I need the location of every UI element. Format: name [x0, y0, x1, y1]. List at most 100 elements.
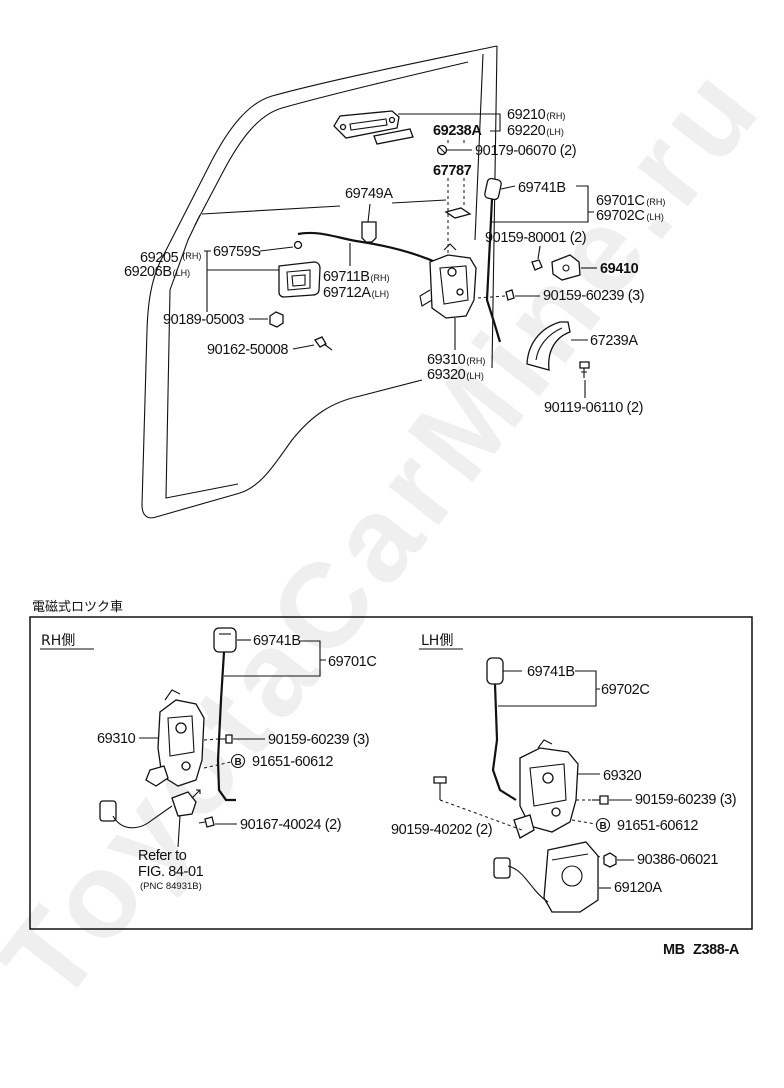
label-bolt-inner: 90162-50008	[207, 342, 288, 358]
rh-label-lock: 69310	[97, 731, 136, 747]
bracket-69701C	[492, 185, 594, 223]
label-cover: 67239A	[590, 333, 638, 349]
lock-knob	[484, 177, 502, 201]
rh-heading: RH側	[41, 633, 75, 649]
bracket-rh-rod	[224, 640, 326, 677]
inner-clip	[293, 240, 303, 250]
leader-line	[537, 245, 541, 260]
lock-pivot	[175, 722, 187, 734]
figure-code-id: Z388-A	[693, 942, 740, 958]
lock-lever	[145, 765, 169, 787]
part-number: 69205	[140, 250, 179, 266]
door-belt-line	[201, 199, 447, 215]
pad-67787	[444, 207, 472, 219]
lh-label-lock: 69320	[603, 768, 642, 784]
alignment-line	[477, 295, 506, 299]
door-panel-inner	[165, 214, 239, 499]
lh-lock-knob	[486, 657, 504, 685]
handle-screw	[388, 116, 396, 124]
door-rear-edge	[491, 45, 498, 369]
connector-body	[99, 800, 117, 822]
rh-ref-line3: (PNC 84931B)	[140, 881, 202, 892]
lock-cover	[526, 321, 571, 371]
side-tag: (RH)	[182, 251, 201, 261]
part-number: 69210	[507, 107, 546, 123]
handle-lever	[291, 274, 306, 287]
rh-badge-circle	[230, 753, 246, 769]
lock-pivot	[447, 267, 457, 277]
side-tag: (LH)	[546, 127, 564, 137]
inside-handle-link	[297, 231, 441, 266]
lock-plate	[529, 763, 567, 807]
rh-connector	[99, 800, 173, 829]
lock-body	[429, 254, 477, 319]
lh-badge-letter: B	[600, 821, 607, 832]
bolt-90162	[314, 336, 327, 348]
lock-top-lever	[443, 243, 457, 251]
connector-wire	[112, 805, 173, 829]
lock-lever	[419, 289, 433, 307]
lh-label-knob: 69741B	[527, 664, 575, 680]
rh-lock-rod	[216, 651, 236, 802]
label-lock-rh: 69310(RH)	[427, 352, 485, 368]
label-rod-rh: 69701C(RH)	[596, 193, 665, 209]
lh-bolt-90159-40202	[433, 776, 447, 784]
handle-plate	[373, 128, 414, 145]
bolt-shaft	[198, 821, 206, 824]
side-tag: (LH)	[372, 289, 390, 299]
rh-lock-knob	[213, 627, 237, 653]
label-outer-handle-rh: 69210(RH)	[507, 107, 565, 123]
lh-label-screw: 90159-60239 (3)	[635, 792, 736, 808]
rh-label-knob: 69741B	[253, 633, 301, 649]
lh-label-actuator: 69120A	[614, 880, 662, 896]
part-number: 69711B	[323, 269, 370, 285]
handle-recess	[286, 269, 311, 291]
cover-rib	[535, 327, 563, 361]
rh-label-rod: 69701C	[328, 654, 376, 670]
label-screw-handle: 90179-06070 (2)	[475, 143, 576, 159]
label-knob: 69741B	[518, 180, 566, 196]
rh-screw-90167	[204, 816, 215, 828]
side-tag: (LH)	[646, 212, 664, 222]
screw-slot	[438, 146, 446, 154]
label-clip: 69749A	[345, 186, 393, 202]
alignment-line	[571, 819, 597, 825]
rh-badge-letter: B	[235, 757, 242, 768]
alignment-line	[203, 738, 219, 741]
bolt-shaft	[323, 343, 333, 351]
striker-hole	[562, 264, 570, 272]
outside-door-handle	[333, 110, 400, 139]
label-screw-lock: 90159-60239 (3)	[543, 288, 644, 304]
label-screw-striker: 90159-80001 (2)	[485, 230, 586, 246]
connector-wire	[507, 865, 549, 903]
inset-title: 電磁式ロツク車	[32, 600, 123, 615]
lh-door-lock	[513, 739, 579, 839]
connector-body	[493, 857, 511, 879]
lh-screw-90159-60239	[599, 795, 609, 805]
part-number: 69712A	[323, 285, 371, 301]
lock-plate	[167, 715, 195, 757]
leader-line	[292, 344, 315, 350]
part-number: 69220	[507, 123, 546, 139]
actuator-motor	[561, 865, 583, 887]
label-pad: 67787	[433, 163, 472, 179]
rh-door-lock	[145, 689, 205, 787]
screw-90159-80001	[531, 259, 543, 271]
rh-screw-90159-60239	[225, 734, 233, 744]
knob-body	[213, 627, 237, 653]
lock-rod	[485, 198, 502, 343]
lock-plate	[439, 265, 469, 305]
rh-ref-line2: FIG. 84-01	[138, 864, 204, 880]
screw-shaft	[581, 368, 587, 378]
lock-pivot	[551, 807, 561, 817]
lh-connector	[493, 857, 549, 903]
bracket-lh-rod	[498, 670, 600, 707]
handle-body	[333, 110, 400, 139]
switch-arrow	[191, 789, 201, 799]
label-link-rh: 69711B(RH)	[323, 269, 390, 285]
window-frame-inner	[194, 61, 469, 226]
door-rear-inner-edge	[474, 53, 484, 241]
lock-pivot	[456, 288, 464, 296]
lock-top-lever	[164, 689, 181, 701]
door-outer-edge	[141, 45, 498, 519]
